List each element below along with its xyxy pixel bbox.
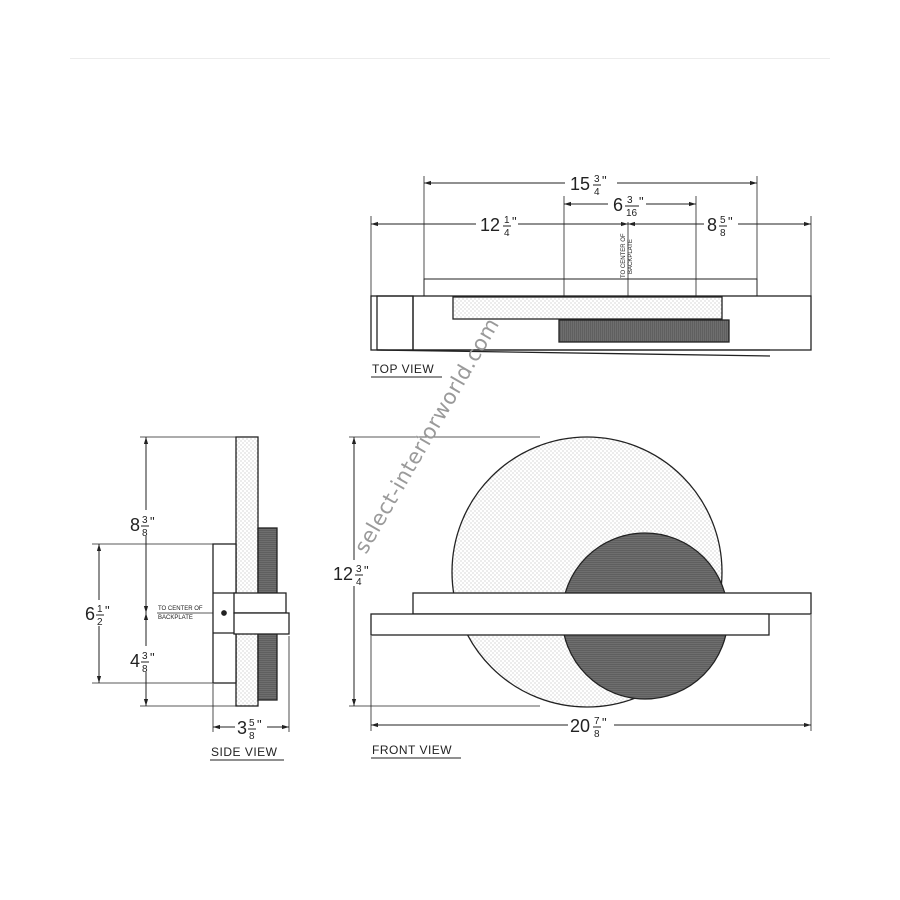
- svg-text:": ": [512, 214, 517, 229]
- svg-text:": ": [639, 194, 644, 209]
- svg-text:4: 4: [504, 228, 510, 239]
- svg-text:8: 8: [142, 664, 148, 675]
- svg-text:12: 12: [333, 564, 353, 584]
- svg-text:8: 8: [130, 515, 140, 535]
- svg-text:4: 4: [356, 577, 362, 588]
- svg-text:": ": [728, 214, 733, 229]
- svg-text:20: 20: [570, 716, 590, 736]
- svg-text:8: 8: [249, 731, 255, 742]
- side-view: [92, 436, 290, 732]
- svg-text:15: 15: [570, 174, 590, 194]
- svg-text:7: 7: [594, 716, 600, 727]
- svg-text:8: 8: [142, 528, 148, 539]
- svg-text:": ": [602, 715, 607, 730]
- side-view-label: SIDE VIEW: [211, 745, 278, 759]
- svg-text:1: 1: [97, 604, 103, 615]
- top-view-label: TOP VIEW: [372, 362, 434, 376]
- svg-text:8: 8: [720, 228, 726, 239]
- svg-text:2: 2: [97, 617, 103, 628]
- svg-text:": ": [105, 603, 110, 618]
- dim-side-depth: 3 5 8 ": [237, 717, 262, 742]
- svg-text:1: 1: [504, 215, 510, 226]
- dim-top-left: 12 1 4 ": [480, 214, 517, 239]
- front-view-label: FRONT VIEW: [372, 743, 452, 757]
- svg-text:8: 8: [707, 215, 717, 235]
- svg-text:6: 6: [613, 195, 623, 215]
- svg-text:": ": [150, 514, 155, 529]
- dim-side-plate: 6 1 2 ": [85, 603, 110, 628]
- svg-text:3: 3: [142, 651, 148, 662]
- svg-text:12: 12: [480, 215, 500, 235]
- top-divider-line: [70, 58, 830, 59]
- svg-text:TO CENTER OF: TO CENTER OF: [621, 233, 627, 278]
- svg-text:3: 3: [627, 195, 633, 206]
- dim-front-width: 20 7 8 ": [570, 715, 607, 740]
- svg-text:6: 6: [85, 604, 95, 624]
- svg-text:8: 8: [594, 729, 600, 740]
- svg-text:3: 3: [237, 718, 247, 738]
- svg-text:": ": [257, 717, 262, 732]
- dim-top-right: 8 5 8 ": [707, 214, 733, 239]
- svg-text:4: 4: [594, 187, 600, 198]
- svg-text:3: 3: [142, 515, 148, 526]
- svg-text:BACKPLATE: BACKPLATE: [628, 239, 634, 274]
- svg-text:16: 16: [626, 208, 638, 219]
- svg-text:": ": [364, 563, 369, 578]
- front-view: [349, 436, 812, 731]
- svg-text:3: 3: [594, 174, 600, 185]
- dim-side-lower: 4 3 8 ": [130, 650, 155, 675]
- side-center-note: TO CENTER OF BACKPLATE: [158, 606, 203, 621]
- svg-text:BACKPLATE: BACKPLATE: [158, 615, 193, 621]
- svg-text:3: 3: [356, 564, 362, 575]
- dim-side-upper: 8 3 8 ": [130, 514, 155, 539]
- svg-text:5: 5: [249, 718, 255, 729]
- svg-text:": ": [602, 173, 607, 188]
- svg-text:TO CENTER OF: TO CENTER OF: [158, 606, 203, 612]
- dim-top-center: 6 3 16 ": [613, 194, 644, 219]
- svg-text:": ": [150, 650, 155, 665]
- top-center-note: TO CENTER OF BACKPLATE: [621, 233, 634, 278]
- svg-text:5: 5: [720, 215, 726, 226]
- svg-text:4: 4: [130, 651, 140, 671]
- top-view: [370, 176, 812, 357]
- dim-top-overall: 15 3 4 ": [570, 173, 607, 198]
- dim-front-height: 12 3 4 ": [333, 563, 369, 588]
